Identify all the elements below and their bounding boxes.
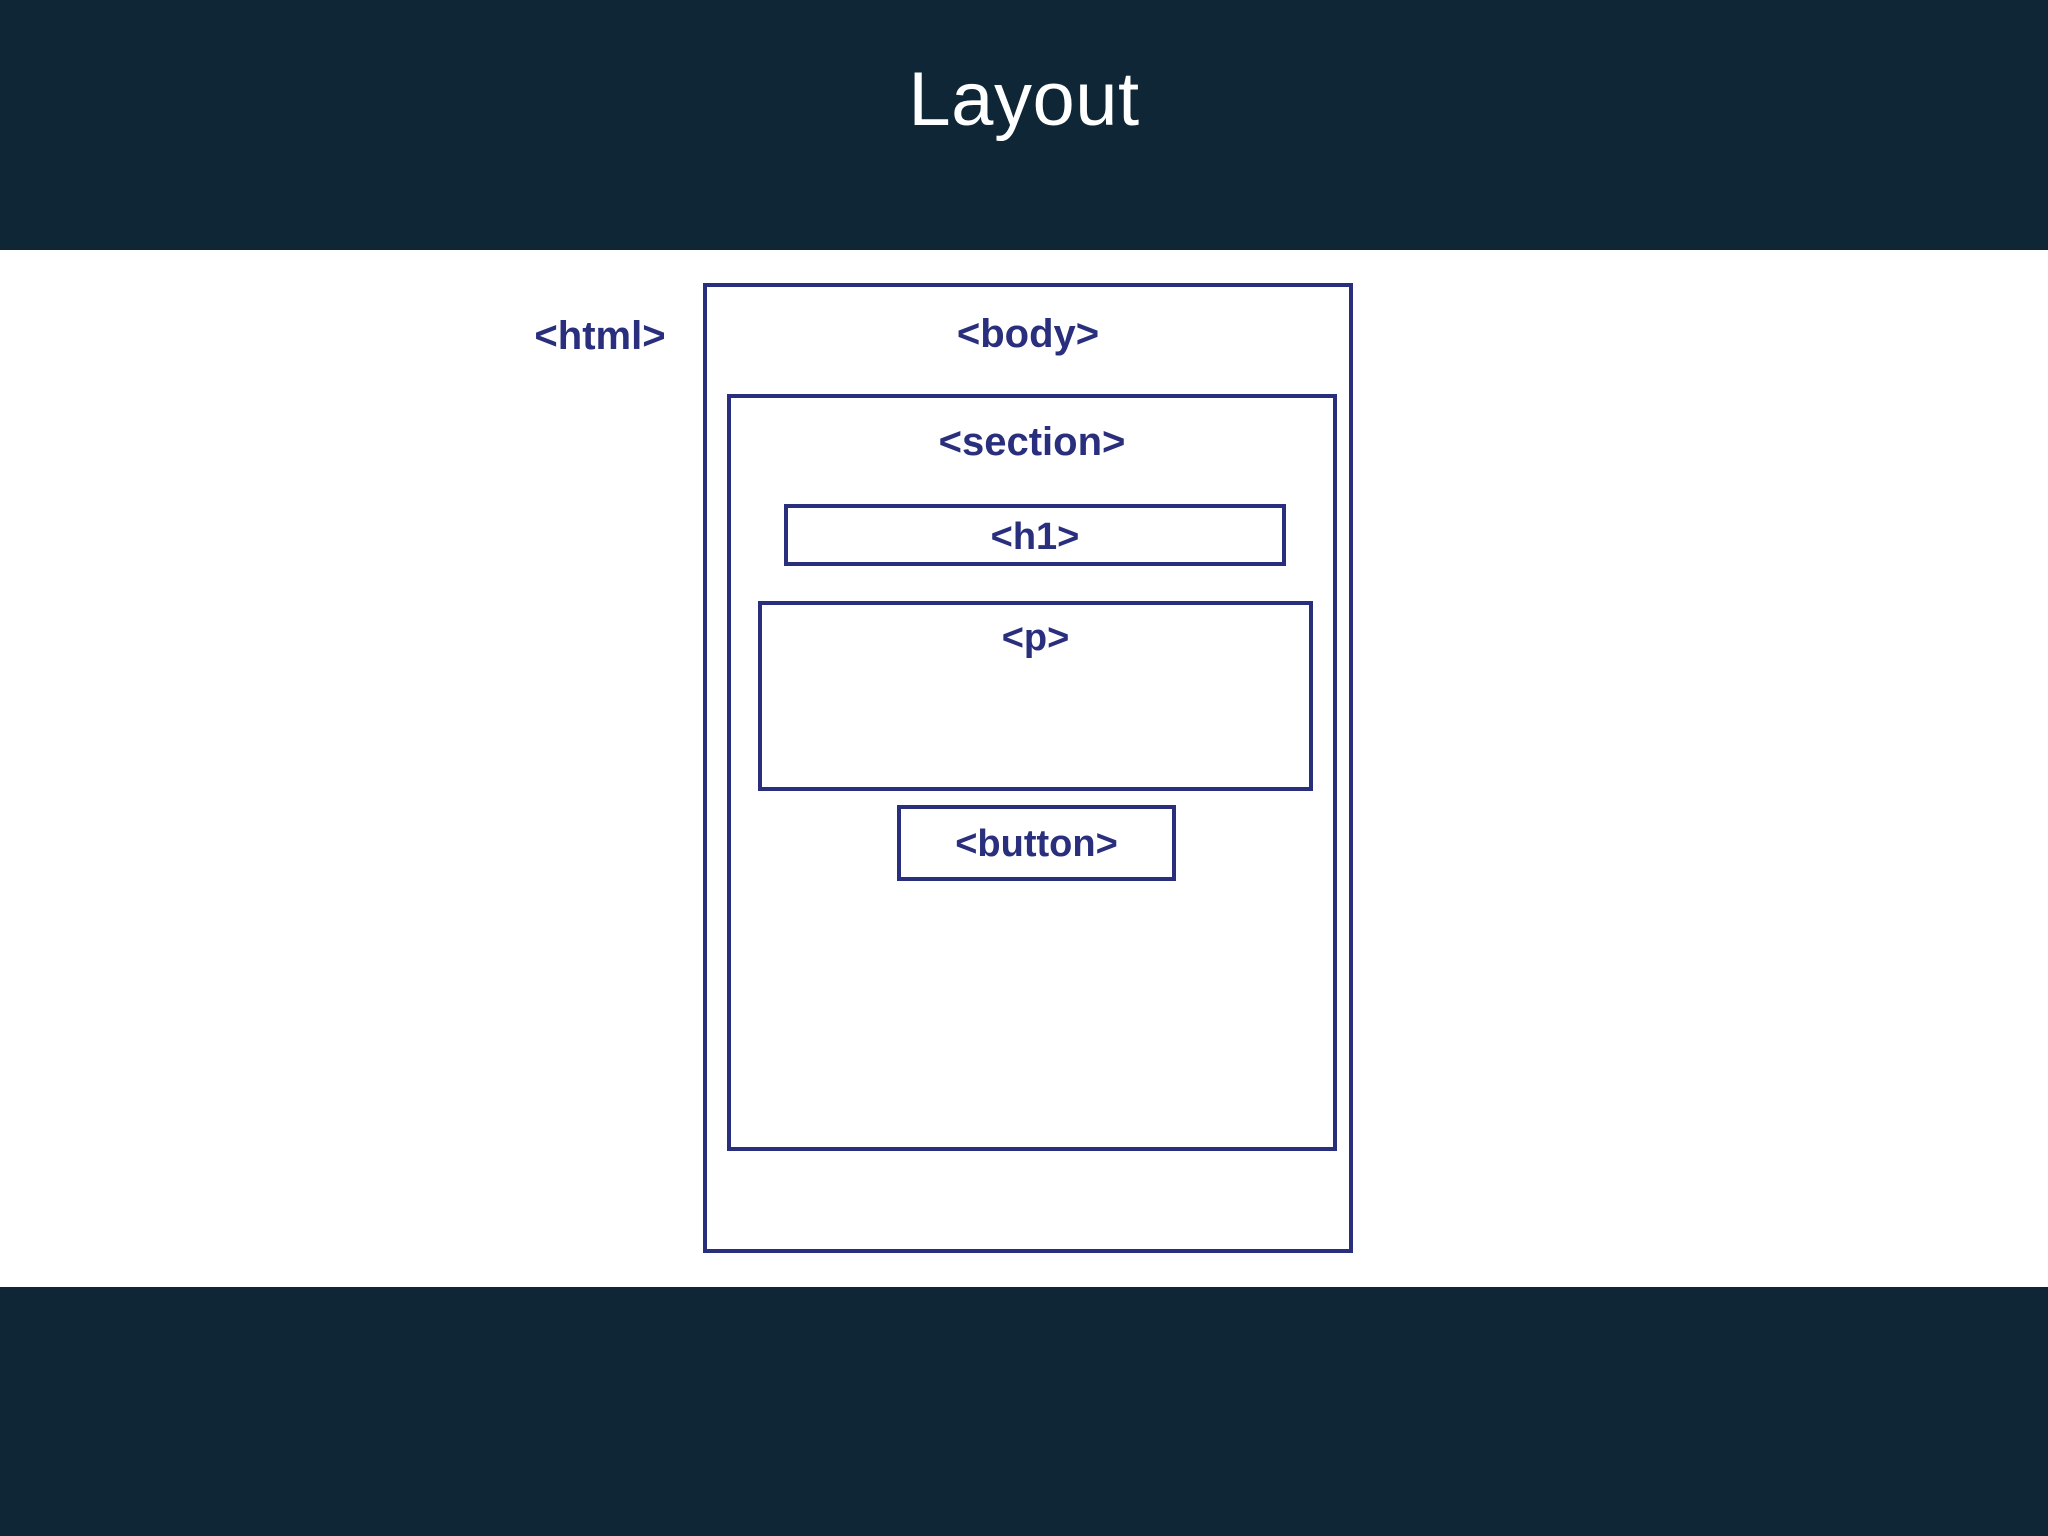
header-band: Layout [0, 0, 2048, 250]
body-box-label: <body> [956, 312, 1100, 356]
button-box: <button> [897, 805, 1176, 881]
button-box-label: <button> [955, 823, 1118, 865]
layout-diagram: <html> <body> <section> <h1> <p> <button… [0, 250, 2048, 1287]
h1-box: <h1> [784, 504, 1286, 566]
p-box-label: <p> [1001, 617, 1070, 659]
p-box: <p> [758, 601, 1313, 791]
h1-box-label: <h1> [990, 516, 1080, 558]
html-element-label: <html> [534, 314, 666, 358]
section-box-label: <section> [938, 420, 1126, 464]
page-title: Layout [908, 57, 1140, 142]
section-box: <section> <h1> <p> <button> [727, 394, 1337, 1151]
body-box: <body> <section> <h1> <p> <button> [703, 283, 1353, 1253]
footer-band [0, 1287, 2048, 1536]
